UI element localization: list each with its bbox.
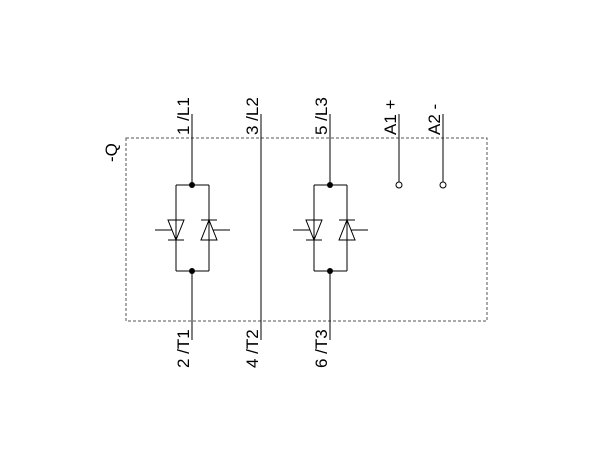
terminal-label-l3: 5 /L3	[312, 97, 331, 135]
device-enclosure	[125, 137, 488, 322]
thyristor-pair-phase1	[155, 182, 230, 274]
terminal-label-a1: A1 +	[381, 99, 400, 135]
terminal-label-a2: A2 -	[425, 104, 444, 135]
terminal-a1	[395, 181, 403, 189]
terminal-a2	[439, 181, 447, 189]
terminal-label-l1: 1 /L1	[174, 97, 193, 135]
terminal-label-t3: 6 /T3	[312, 329, 331, 368]
terminal-label-l2: 3 /L2	[243, 97, 262, 135]
terminal-label-t1: 2 /T1	[174, 329, 193, 368]
terminal-label-t2: 4 /T2	[243, 329, 262, 368]
device-label: -Q	[102, 143, 121, 162]
thyristor-pair-phase3	[293, 182, 368, 274]
